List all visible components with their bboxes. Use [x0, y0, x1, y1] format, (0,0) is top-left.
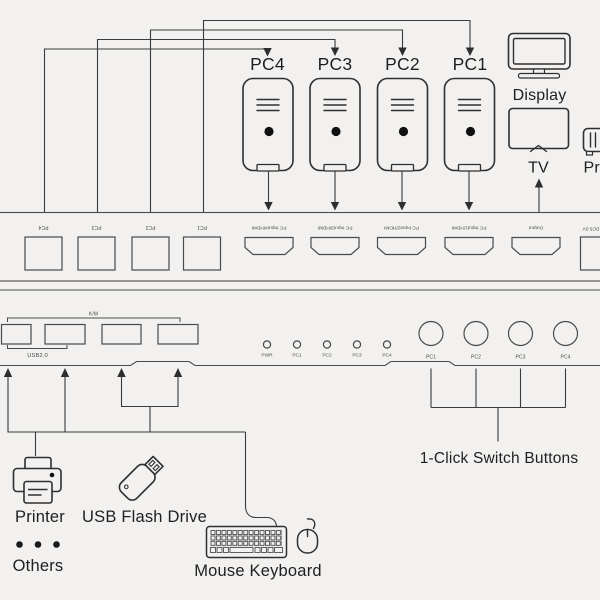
hdmi-port — [244, 236, 294, 256]
printer-label: Printer — [15, 508, 65, 526]
switch-bracket-lines — [430, 368, 567, 442]
pc4-led — [382, 340, 392, 349]
arrow-down-icon — [464, 202, 474, 211]
arrow-down-icon — [398, 47, 407, 56]
pc3-label: PC3 — [318, 54, 353, 74]
arrow-down-icon — [465, 47, 475, 56]
dc-power-label: DC5.0V — [582, 226, 600, 232]
keyboard-icon — [205, 525, 288, 559]
rear-usb-label: PC4 — [38, 224, 48, 230]
projector-label: Projector — [584, 160, 600, 177]
mouse-keyboard-label: Mouse Keyboard — [194, 562, 322, 580]
pc-tower-icon — [443, 77, 496, 172]
hdmi-input-label: PC Input3/HDMI — [318, 225, 353, 231]
pc2-switch-button — [463, 320, 489, 347]
usb2-label: USB2.0 — [27, 353, 48, 359]
arrow-down-icon — [397, 202, 407, 211]
pc-routing-lines — [43, 19, 475, 213]
led-label: PC4 — [382, 353, 392, 359]
switch-buttons-label: 1-Click Switch Buttons — [420, 450, 579, 467]
led-label: PWR — [261, 353, 273, 359]
arrow-up-icon — [117, 368, 126, 377]
arrow-up-icon — [173, 368, 183, 377]
pc1-switch-button — [418, 320, 444, 347]
ellipsis-icon — [16, 541, 60, 548]
hdmi-output-label: Output — [528, 225, 543, 231]
pc-labels: PC4 PC3 PC2 PC1 — [250, 54, 487, 74]
arrow-down-icon — [263, 48, 272, 57]
led-label: PC3 — [352, 353, 362, 359]
switch-buttons: PC1 PC2 PC3 PC4 — [418, 320, 579, 361]
button-label: PC1 — [426, 355, 436, 361]
pc-tower-icon — [242, 77, 294, 172]
hdmi-port — [444, 236, 494, 256]
usb-flash-drive-label: USB Flash Drive — [82, 508, 207, 526]
led-label: PC1 — [292, 353, 302, 359]
tv-label: TV — [528, 160, 549, 177]
usb-a-port — [101, 323, 142, 345]
button-label: PC4 — [560, 355, 570, 361]
arrow-up-icon — [534, 178, 544, 188]
usb-a-port — [44, 323, 86, 345]
pc1-led — [292, 340, 302, 349]
usb-b-port — [77, 236, 116, 271]
usb-a-port — [157, 323, 199, 345]
usb-a-port — [0, 323, 32, 345]
pc3-switch-button — [507, 320, 534, 347]
km-bracket — [7, 317, 181, 322]
pc-towers — [242, 77, 496, 172]
status-leds: PWR PC1 PC2 PC3 PC4 — [261, 340, 392, 359]
pc4-label: PC4 — [250, 54, 285, 74]
arrow-down-icon — [330, 202, 340, 211]
hdmi-input-label: PC Input4/HDMI — [252, 225, 287, 231]
tv-icon — [508, 107, 570, 153]
button-label: PC2 — [471, 355, 481, 361]
mouse-icon — [296, 518, 319, 554]
button-label: PC3 — [515, 355, 525, 361]
arrow-down-icon — [264, 202, 273, 211]
km-label: K/M — [89, 312, 98, 318]
hdmi-port — [376, 236, 427, 256]
output-to-tv-line — [534, 178, 544, 213]
pc2-led — [322, 340, 332, 349]
pc-tower-icon — [376, 77, 429, 172]
rear-usb-label: PC1 — [197, 224, 207, 230]
projector-icon — [582, 127, 600, 156]
rear-usb-label: PC3 — [91, 224, 101, 230]
pc2-label: PC2 — [385, 54, 420, 74]
peripheral-lines — [3, 368, 278, 528]
usb-b-port — [182, 236, 222, 271]
rear-usb-label: PC2 — [145, 224, 155, 230]
hdmi-port — [310, 236, 360, 256]
hdmi-port — [511, 236, 561, 256]
display-label: Display — [513, 87, 567, 104]
pc1-label: PC1 — [453, 54, 488, 74]
pc-tower-icon — [309, 77, 361, 172]
usb2-bracket — [7, 345, 68, 349]
usb-b-port — [24, 236, 63, 271]
pc4-switch-button — [552, 320, 579, 347]
hdmi-input-label: PC Input1/HDMI — [452, 225, 487, 231]
rear-panel: PC4 PC3 PC2 PC1 PC Input4/HDMI PC Input3… — [0, 211, 600, 282]
hdmi-input-label: PC Input2/HDMI — [384, 225, 419, 231]
others-label: Others — [13, 557, 64, 575]
display-icon — [507, 32, 571, 79]
usb-b-port — [131, 236, 170, 271]
power-led — [262, 340, 272, 349]
arrow-up-icon — [60, 368, 70, 377]
usb-flash-drive-icon — [118, 455, 164, 501]
pc3-led — [352, 340, 362, 349]
printer-icon — [12, 456, 62, 504]
pc-to-hdmi-lines — [264, 171, 474, 211]
arrow-up-icon — [3, 368, 13, 377]
arrow-down-icon — [330, 47, 340, 56]
led-label: PC2 — [322, 353, 332, 359]
front-panel: K/M USB2.0 PWR PC1 PC2 PC3 PC4 PC1 PC2 P… — [0, 289, 600, 367]
dc-power-port — [579, 236, 600, 271]
